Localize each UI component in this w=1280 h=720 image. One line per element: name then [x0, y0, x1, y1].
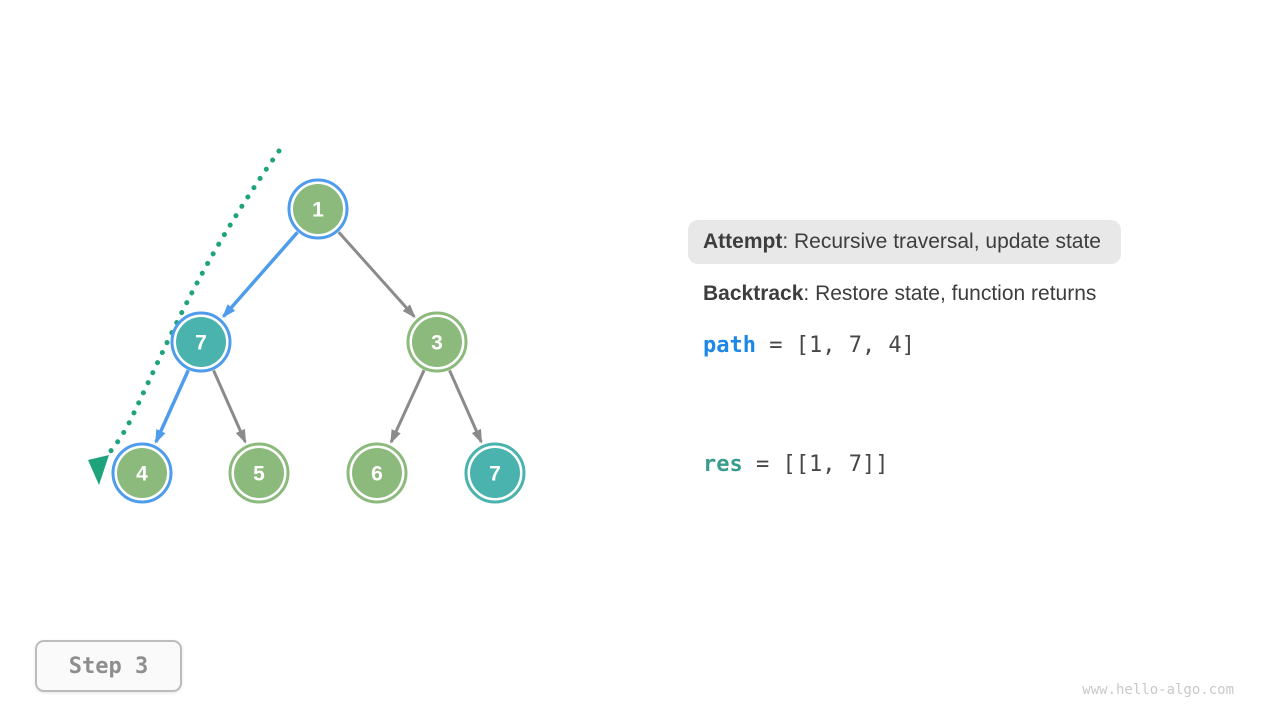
tree-edge-7-4	[154, 369, 190, 444]
path-variable-value: = [1, 7, 4]	[755, 333, 915, 358]
tree-node-6: 6	[346, 442, 408, 504]
res-variable-name: res	[703, 452, 743, 477]
tree-node-4: 4	[111, 442, 173, 504]
tree-node-label: 3	[431, 332, 443, 355]
tree-edge-3-6	[389, 369, 426, 444]
attempt-desc: : Recursive traversal, update state	[782, 230, 1101, 253]
watermark: www.hello-algo.com	[1082, 682, 1234, 698]
tree-node-7: 7	[170, 311, 232, 373]
tree-edge-1-7	[222, 231, 299, 318]
tree-node-label: 7	[195, 332, 207, 355]
path-variable-name: path	[703, 333, 756, 358]
attempt-term: Attempt	[703, 230, 783, 253]
tree-node-label: 5	[253, 463, 265, 486]
tree-node-7: 7	[464, 442, 526, 504]
traversal-trace-dotted-line	[98, 148, 282, 465]
binary-tree-diagram: 1 7 3 4 5 6 7	[88, 148, 526, 504]
step-badge: Step 3	[35, 640, 182, 692]
tree-node-label: 4	[136, 463, 148, 486]
path-variable-line: path = [1, 7, 4]	[703, 333, 915, 359]
tree-node-label: 1	[312, 199, 324, 222]
backtrack-desc: : Restore state, function returns	[803, 282, 1097, 305]
res-variable-value: = [[1, 7]]	[742, 452, 889, 477]
traversal-trace-arrowhead	[88, 455, 109, 485]
tree-node-label: 6	[371, 463, 383, 486]
attempt-note: Attempt: Recursive traversal, update sta…	[688, 220, 1121, 264]
res-variable-line: res = [[1, 7]]	[703, 452, 888, 478]
tree-edge-7-5	[212, 369, 247, 444]
tree-node-3: 3	[406, 311, 468, 373]
step-badge-label: Step 3	[68, 653, 149, 679]
backtrack-note: Backtrack: Restore state, function retur…	[703, 282, 1096, 306]
tree-node-5: 5	[228, 442, 290, 504]
tree-edge-3-7	[448, 369, 483, 444]
tree-edge-1-3	[337, 231, 416, 319]
tree-node-label: 7	[489, 463, 501, 486]
backtrack-term: Backtrack	[703, 282, 804, 305]
tree-node-1: 1	[287, 178, 349, 240]
